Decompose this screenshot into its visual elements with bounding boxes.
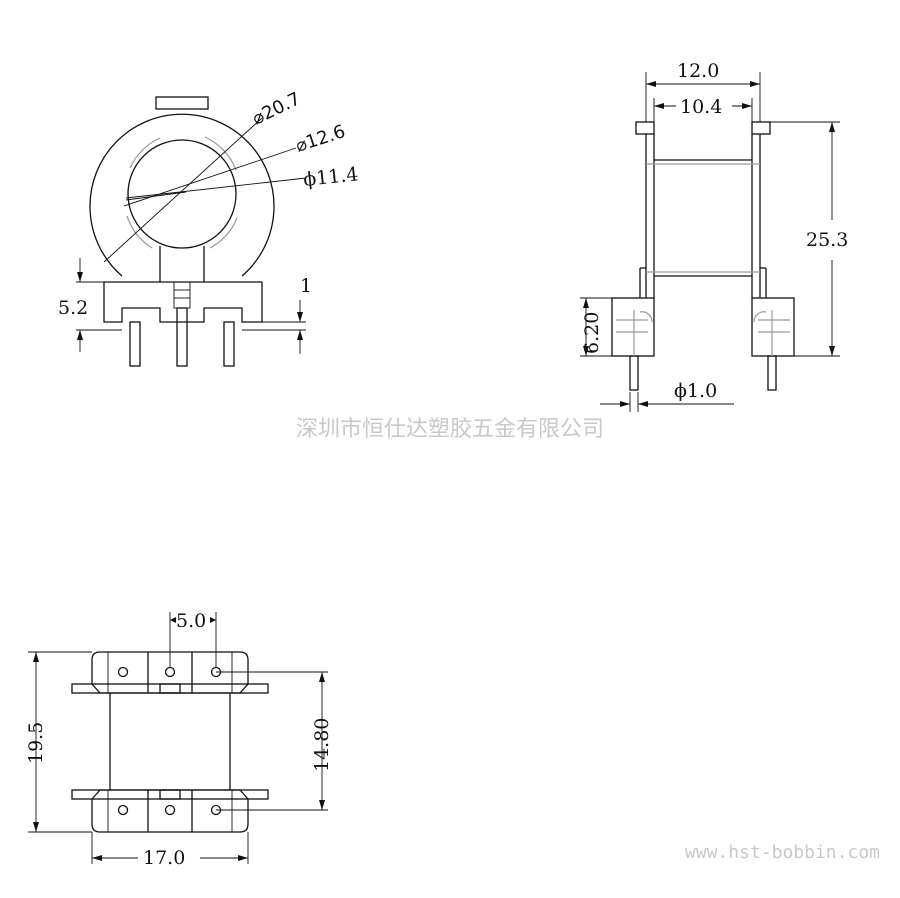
inner-dia-label: ϕ11.4	[302, 163, 359, 191]
dashed-arc	[129, 137, 161, 169]
pin-block-bottom	[91, 789, 249, 833]
row-spacing-label: 14.80	[311, 718, 333, 772]
foot-left	[611, 297, 655, 357]
pin-hole	[164, 666, 176, 678]
mid-dia-label: ⌀12.6	[293, 121, 348, 157]
dashed-arc	[209, 217, 238, 249]
foot-height-label: 6.20	[581, 312, 603, 354]
arrow	[638, 401, 648, 407]
dia-leader	[123, 147, 297, 207]
url-watermark: www.hst-bobbin.com	[685, 842, 880, 863]
arrow	[583, 346, 589, 356]
pin	[767, 355, 777, 391]
height-label: 25.3	[806, 229, 848, 251]
pin	[176, 307, 188, 367]
arrow	[583, 298, 589, 308]
front-view: ⌀20.7 ⌀12.6 ϕ11.4 5.2 1	[58, 88, 359, 367]
pin-dia-label: ϕ1.0	[674, 380, 717, 402]
arrow	[319, 800, 325, 810]
base-block	[103, 281, 263, 323]
arrow	[33, 652, 39, 662]
arrow	[297, 312, 303, 322]
flange-top	[71, 683, 269, 694]
pin-pitch-label: 5.0	[176, 610, 206, 632]
pin	[129, 321, 141, 367]
bottom-view: 5.0 19.5 14.80 17.0	[25, 610, 333, 869]
top-flange-left	[635, 121, 655, 135]
total-width-label: 12.0	[677, 60, 719, 82]
outer-length-label: 19.5	[25, 722, 47, 764]
notch	[159, 789, 181, 800]
pin	[223, 321, 235, 367]
top-flange-right	[751, 121, 771, 135]
top-tab	[155, 96, 209, 110]
arrow	[750, 81, 760, 87]
dashed-arc	[204, 136, 237, 171]
side-view: 12.0 10.4 25.3 6.20 ϕ1.0	[580, 60, 848, 412]
arrow	[92, 855, 102, 861]
arrow	[77, 330, 83, 340]
arrow	[297, 330, 303, 340]
flange-bottom	[71, 789, 269, 800]
dashed-arc	[126, 215, 153, 249]
dia-leader	[125, 191, 187, 201]
arrow	[238, 855, 248, 861]
outer-dia-label: ⌀20.7	[249, 88, 304, 129]
foot-arc	[753, 311, 767, 323]
arrow	[33, 822, 39, 832]
company-watermark: 深圳市恒仕达塑胶五金有限公司	[296, 417, 604, 442]
arrow	[319, 672, 325, 682]
foot-arc	[639, 311, 653, 323]
pin-hole	[117, 804, 129, 816]
width-label: 17.0	[143, 847, 185, 869]
arrow	[77, 272, 83, 282]
pin-hole	[117, 666, 129, 678]
arrow	[170, 617, 176, 623]
notch	[159, 683, 181, 694]
pin-block-top	[91, 651, 249, 694]
pin	[629, 355, 639, 391]
label-bg	[138, 846, 200, 862]
arrow	[646, 81, 656, 87]
arrow	[742, 103, 752, 109]
center-slot	[173, 281, 191, 309]
pin-offset-label: 1	[300, 275, 312, 297]
inner-hole	[127, 139, 237, 249]
pin-hole	[164, 804, 176, 816]
arrow	[620, 401, 630, 407]
outer-ring	[89, 113, 275, 277]
arrow	[210, 617, 216, 623]
arrow	[829, 122, 835, 132]
base-height-label: 5.2	[58, 297, 88, 319]
foot-right	[751, 297, 795, 357]
arrow	[829, 346, 835, 356]
inner-width-label: 10.4	[680, 96, 722, 118]
arrow	[654, 103, 664, 109]
dia-leader	[125, 177, 307, 199]
dia-leader	[103, 117, 263, 263]
